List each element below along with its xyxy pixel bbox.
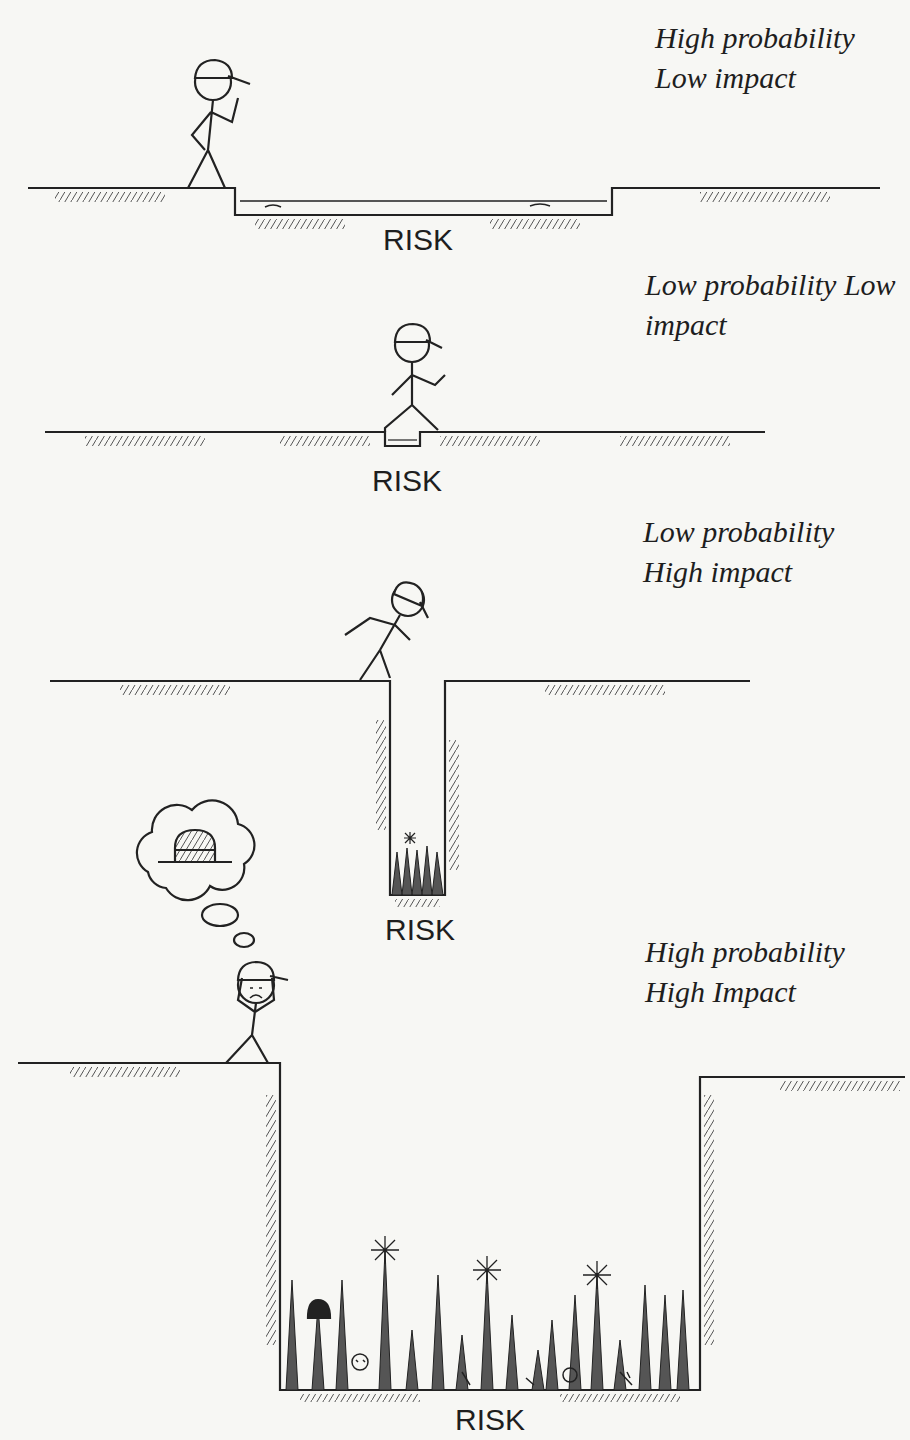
water-line bbox=[388, 439, 417, 440]
hatch bbox=[449, 740, 459, 870]
water-line bbox=[240, 201, 607, 207]
risk-label: RISK bbox=[307, 463, 507, 499]
hatch bbox=[85, 436, 205, 446]
ground-hatching bbox=[120, 685, 665, 907]
risk-label: RISK bbox=[320, 912, 520, 948]
cap bbox=[238, 962, 288, 980]
spark bbox=[404, 832, 416, 844]
hatch bbox=[780, 1081, 900, 1091]
deep-narrow-pit-scene bbox=[50, 582, 750, 907]
hatch bbox=[376, 720, 386, 830]
skulls-and-bones bbox=[352, 1354, 632, 1385]
hatch bbox=[620, 436, 730, 446]
ground-hatching bbox=[70, 1067, 900, 1402]
hatch bbox=[55, 192, 165, 202]
hatch bbox=[280, 436, 370, 446]
helmet bbox=[308, 1300, 330, 1318]
thought-bubble bbox=[137, 800, 255, 947]
cloud bbox=[137, 800, 255, 900]
deep-wide-pit-scene bbox=[18, 800, 905, 1402]
sparks bbox=[371, 1236, 611, 1289]
tiny-cloud bbox=[234, 933, 254, 947]
probability-impact-label: Low probability Low impact bbox=[645, 265, 900, 345]
imagined-ground bbox=[158, 850, 232, 862]
body bbox=[345, 615, 410, 680]
stick-figure bbox=[226, 962, 288, 1063]
body bbox=[385, 362, 445, 432]
probability-impact-label: High probability High Impact bbox=[645, 932, 900, 1012]
risk-label: RISK bbox=[318, 222, 518, 258]
hatch bbox=[300, 1394, 420, 1402]
hatch bbox=[704, 1095, 714, 1345]
small-pit-scene bbox=[45, 324, 765, 446]
skull bbox=[352, 1354, 368, 1370]
hatch bbox=[70, 1067, 180, 1077]
hatch bbox=[490, 219, 580, 229]
stick-figure bbox=[385, 324, 445, 432]
ground-line bbox=[45, 432, 765, 446]
body bbox=[226, 978, 274, 1063]
body bbox=[188, 98, 238, 188]
skull bbox=[563, 1368, 577, 1382]
bones bbox=[356, 1360, 632, 1385]
hatch bbox=[266, 1095, 276, 1345]
probability-impact-label: Low probability High impact bbox=[643, 512, 898, 592]
spikes bbox=[392, 846, 443, 895]
hatch bbox=[255, 219, 345, 229]
ground-line bbox=[18, 1063, 905, 1390]
ground-hatching bbox=[85, 436, 730, 446]
ground-line bbox=[28, 188, 880, 215]
cap bbox=[394, 582, 428, 618]
hatch bbox=[395, 899, 440, 907]
imagined-pit bbox=[175, 830, 215, 862]
cap bbox=[195, 60, 250, 84]
probability-impact-label: High probability Low impact bbox=[655, 18, 910, 98]
small-cloud bbox=[202, 904, 238, 926]
worried-face bbox=[250, 988, 262, 998]
risk-label: RISK bbox=[390, 1402, 590, 1438]
hatch bbox=[440, 436, 540, 446]
cap bbox=[395, 324, 442, 348]
hatch bbox=[120, 685, 230, 695]
hatch bbox=[560, 1394, 680, 1402]
stick-figure bbox=[345, 582, 428, 680]
stick-figure bbox=[188, 60, 250, 188]
hatch bbox=[545, 685, 665, 695]
hatch bbox=[700, 192, 830, 202]
